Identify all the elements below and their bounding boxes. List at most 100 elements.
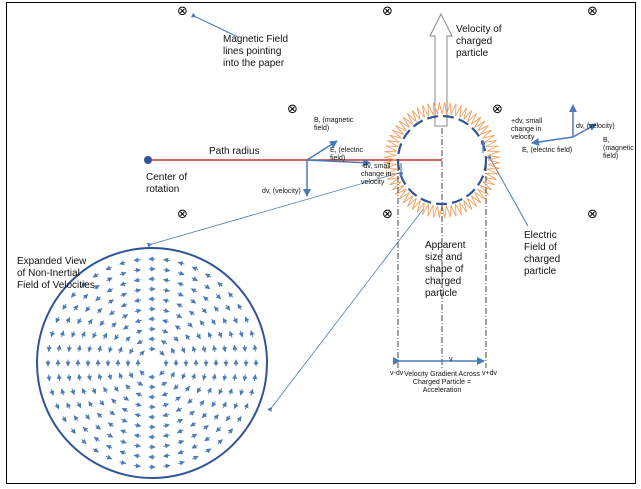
velocity-field-arrow (105, 454, 113, 460)
velocity-field-arrow (107, 373, 113, 381)
velocity-field-arrow (195, 332, 201, 340)
velocity-field-arrow (134, 318, 142, 324)
velocity-field-arrow (177, 282, 184, 287)
velocity-field-arrow (205, 448, 212, 454)
velocity-field-arrow (185, 334, 191, 340)
velocity-field-arrow (162, 319, 169, 324)
velocity-field-arrow (70, 292, 77, 298)
velocity-field-arrow (61, 416, 67, 423)
velocity-field-arrow (222, 374, 228, 382)
expanded-view-circle (36, 247, 268, 479)
velocity-field-arrow (134, 267, 141, 273)
velocity-field-arrow (65, 317, 71, 324)
velocity-field-arrow (134, 288, 142, 294)
velocity-field-arrow (249, 330, 255, 337)
velocity-field-arrow (190, 433, 198, 439)
velocity-field-arrow (49, 389, 55, 396)
velocity-field-arrow (135, 392, 143, 398)
velocity-field-arrow (228, 292, 234, 298)
velocity-field-arrow (121, 407, 129, 413)
velocity-field-arrow (70, 428, 76, 434)
velocity-field-arrow (95, 424, 101, 430)
velocity-field-arrow (80, 331, 86, 338)
velocity-field-arrow (176, 418, 184, 424)
velocity-field-arrow (92, 447, 99, 453)
velocity-field-arrow (121, 314, 129, 320)
velocity-field-arrow (191, 345, 197, 353)
velocity-field-arrow (242, 374, 248, 382)
electric-field-halo (383, 101, 501, 219)
velocity-field-arrow (133, 453, 141, 459)
velocity-field-arrow (161, 391, 169, 397)
velocity-field-arrow (119, 460, 127, 465)
velocity-field-arrow (243, 402, 249, 410)
velocity-field-arrow (71, 331, 76, 338)
velocity-field-arrow (236, 416, 242, 423)
velocity-field-arrow (162, 308, 170, 313)
velocity-field-arrow (123, 395, 130, 401)
velocity-field-arrow (239, 388, 245, 396)
velocity-field-arrow (66, 374, 72, 382)
velocity-field-arrow (221, 401, 227, 409)
velocity-field-arrow (81, 387, 87, 395)
velocity-field-arrow (175, 396, 181, 402)
label-velocity-of-particle: Velocity of charged particle (456, 24, 502, 59)
pointer-expanded-view-bottom (267, 207, 425, 413)
velocity-field-arrow (81, 281, 87, 287)
velocity-field-arrow (211, 373, 217, 381)
velocity-field-arrow (202, 373, 207, 381)
velocity-field-arrow (191, 276, 198, 282)
velocity-field-arrow (187, 322, 193, 328)
velocity-field-arrow (196, 386, 202, 394)
velocity-field-arrow (217, 281, 223, 288)
field-into-page-symbol: ⊗ (287, 102, 298, 117)
velocity-field-arrow (181, 372, 187, 380)
velocity-field-arrow (73, 415, 79, 422)
velocity-field-arrow (106, 444, 113, 450)
velocity-field-arrow (222, 317, 228, 325)
velocity-field-arrow (191, 266, 199, 272)
velocity-field-arrow (207, 331, 213, 339)
velocity-field-arrow (134, 422, 142, 428)
velocity-field-arrow (162, 402, 170, 408)
velocity-field-arrow (160, 381, 168, 387)
velocity-field-arrow (203, 424, 209, 431)
velocity-field-arrow (187, 398, 193, 404)
velocity-field-arrow (237, 303, 243, 310)
velocity-field-arrow (169, 371, 175, 379)
velocity-field-arrow (161, 328, 169, 334)
velocity-field-arrow (163, 443, 171, 449)
field-into-page-symbol: ⊗ (382, 4, 393, 19)
velocity-field-arrow (125, 336, 131, 342)
label-magnetic-field-lines: Magnetic Field lines pointing into the p… (223, 34, 289, 69)
velocity-field-arrow (177, 261, 185, 266)
diagram-border (6, 2, 636, 484)
velocity-field-arrow (232, 317, 238, 324)
velocity-field-arrow (229, 330, 234, 338)
velocity-field-arrow (212, 345, 218, 353)
label-minus-dv: -dv, small change in velocity (361, 163, 392, 187)
velocity-field-arrow (162, 432, 170, 438)
velocity-field-arrow (99, 400, 105, 406)
label-b-left: B, (magnetic field) (314, 117, 354, 133)
velocity-field-arrow (238, 330, 244, 338)
velocity-field-arrow (163, 287, 171, 293)
velocity-field-arrow (119, 260, 126, 266)
velocity-field-arrow (119, 450, 127, 456)
velocity-field-arrow (159, 370, 165, 376)
velocity-field-arrow (46, 374, 52, 382)
velocity-field-arrow (242, 345, 248, 352)
velocity-field-arrow (190, 288, 198, 294)
velocity-field-arrow (129, 347, 135, 355)
charged-particle-circle (396, 114, 488, 206)
label-path-radius: Path radius (209, 146, 260, 157)
vector-b-right (572, 123, 597, 138)
velocity-field (45, 256, 259, 470)
velocity-field-arrow (46, 344, 52, 352)
velocity-field-arrow (178, 460, 185, 466)
velocity-field-arrow (86, 373, 92, 381)
velocity-field-arrow (96, 308, 103, 314)
velocity-field-arrow (106, 277, 113, 283)
label-velocity-gradient: Velocity Gradient Across Charged Particl… (404, 371, 480, 395)
velocity-field-arrow (136, 339, 144, 345)
